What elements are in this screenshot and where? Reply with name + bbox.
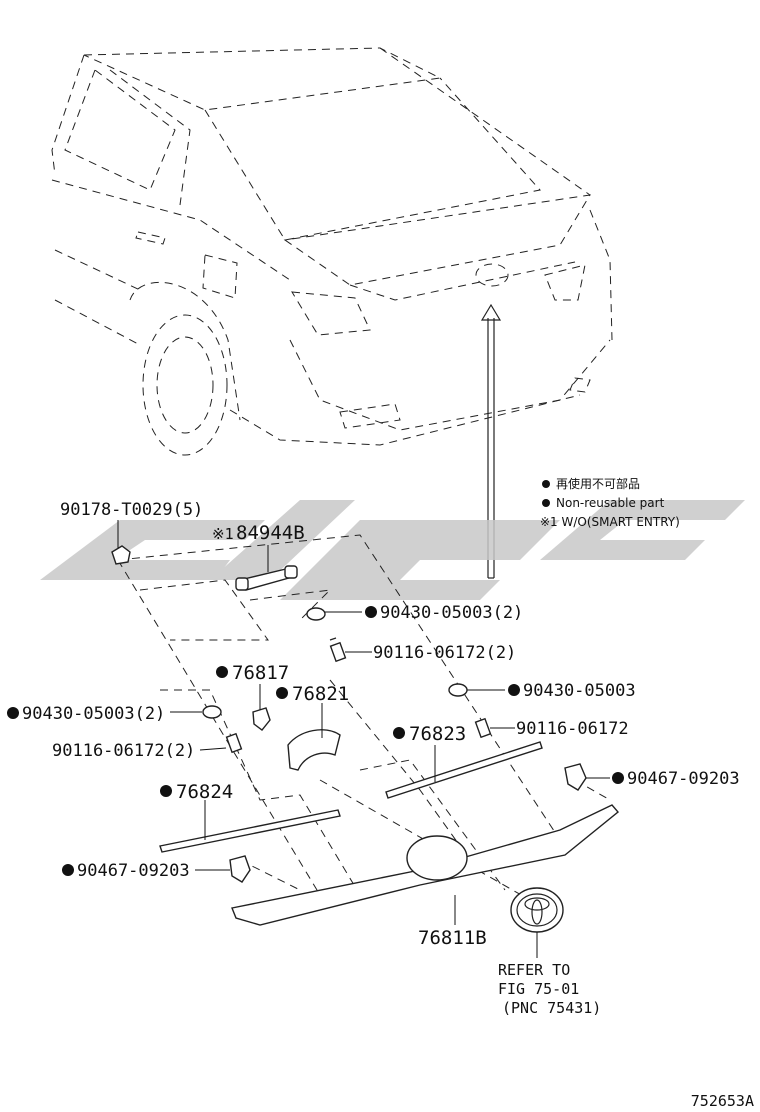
watermark [40, 500, 745, 600]
non-reusable-bullet-icon [216, 666, 228, 678]
moulding-76824 [159, 809, 341, 853]
bolt-90116-c [225, 732, 243, 754]
switch-84944b [235, 565, 298, 591]
label-90116-c: 90116-06172(2) [52, 741, 195, 761]
label-90467-b: 90467-09203 [77, 861, 190, 881]
non-reusable-bullet-icon [276, 687, 288, 699]
label-84944b: 84944B [236, 522, 305, 544]
non-reusable-bullet-icon [508, 684, 520, 696]
legend: 再使用不可部品 Non-reusable part ※1 W/O(SMART E… [540, 476, 680, 529]
bolt-90116-a [329, 637, 347, 663]
label-76821: 76821 [292, 683, 349, 705]
label-90178: 90178-T0029(5) [60, 500, 203, 520]
reference-line3: (PNC 75431) [502, 999, 601, 1017]
label-90430-a: 90430-05003(2) [380, 603, 523, 623]
non-reusable-bullet-icon [612, 772, 624, 784]
part-labels: 90178-T0029(5) ※1 84944B 90430-05003(2) … [7, 500, 740, 949]
label-90430-b: 90430-05003 [523, 681, 636, 701]
bolt-90116-b [474, 717, 492, 739]
washer-90430-c [202, 705, 222, 719]
toyota-emblem-icon [510, 887, 564, 933]
non-reusable-bullet-icon [365, 606, 377, 618]
legend-en: Non-reusable part [556, 496, 665, 510]
legend-jp: 再使用不可部品 [556, 476, 640, 491]
label-90116-b: 90116-06172 [516, 719, 629, 739]
non-reusable-bullet-icon [160, 785, 172, 797]
non-reusable-bullet-icon [542, 480, 550, 488]
non-reusable-bullet-icon [7, 707, 19, 719]
reference-line1: REFER TO [498, 961, 570, 979]
non-reusable-bullet-icon [393, 727, 405, 739]
clip-76817 [252, 707, 271, 731]
reference-note: REFER TO FIG 75-01 (PNC 75431) [498, 961, 601, 1017]
label-76817: 76817 [232, 662, 289, 684]
moulding-76823 [385, 741, 543, 799]
reference-line2: FIG 75-01 [498, 980, 579, 998]
label-84944b-mark: ※1 [212, 525, 234, 543]
non-reusable-bullet-icon [62, 864, 74, 876]
label-76823: 76823 [409, 723, 466, 745]
legend-note: ※1 W/O(SMART ENTRY) [540, 515, 680, 529]
figure-id: 752653A [691, 1092, 754, 1110]
washer-90430-b [448, 683, 468, 697]
car-outline [51, 47, 613, 456]
clip-90178 [111, 545, 131, 565]
exploded-guides [117, 534, 611, 901]
clip-90467-a [564, 763, 587, 791]
clip-90467-b [229, 855, 251, 883]
label-90116-a: 90116-06172(2) [373, 643, 516, 663]
label-90467-a: 90467-09203 [627, 769, 740, 789]
non-reusable-bullet-icon [542, 499, 550, 507]
label-90430-c: 90430-05003(2) [22, 704, 165, 724]
bracket-76821 [287, 729, 341, 771]
leader-lines [117, 520, 610, 958]
label-76824: 76824 [176, 781, 233, 803]
label-76811b: 76811B [418, 927, 487, 949]
washer-90430-a [306, 607, 326, 621]
garnish-76811b [231, 804, 619, 926]
